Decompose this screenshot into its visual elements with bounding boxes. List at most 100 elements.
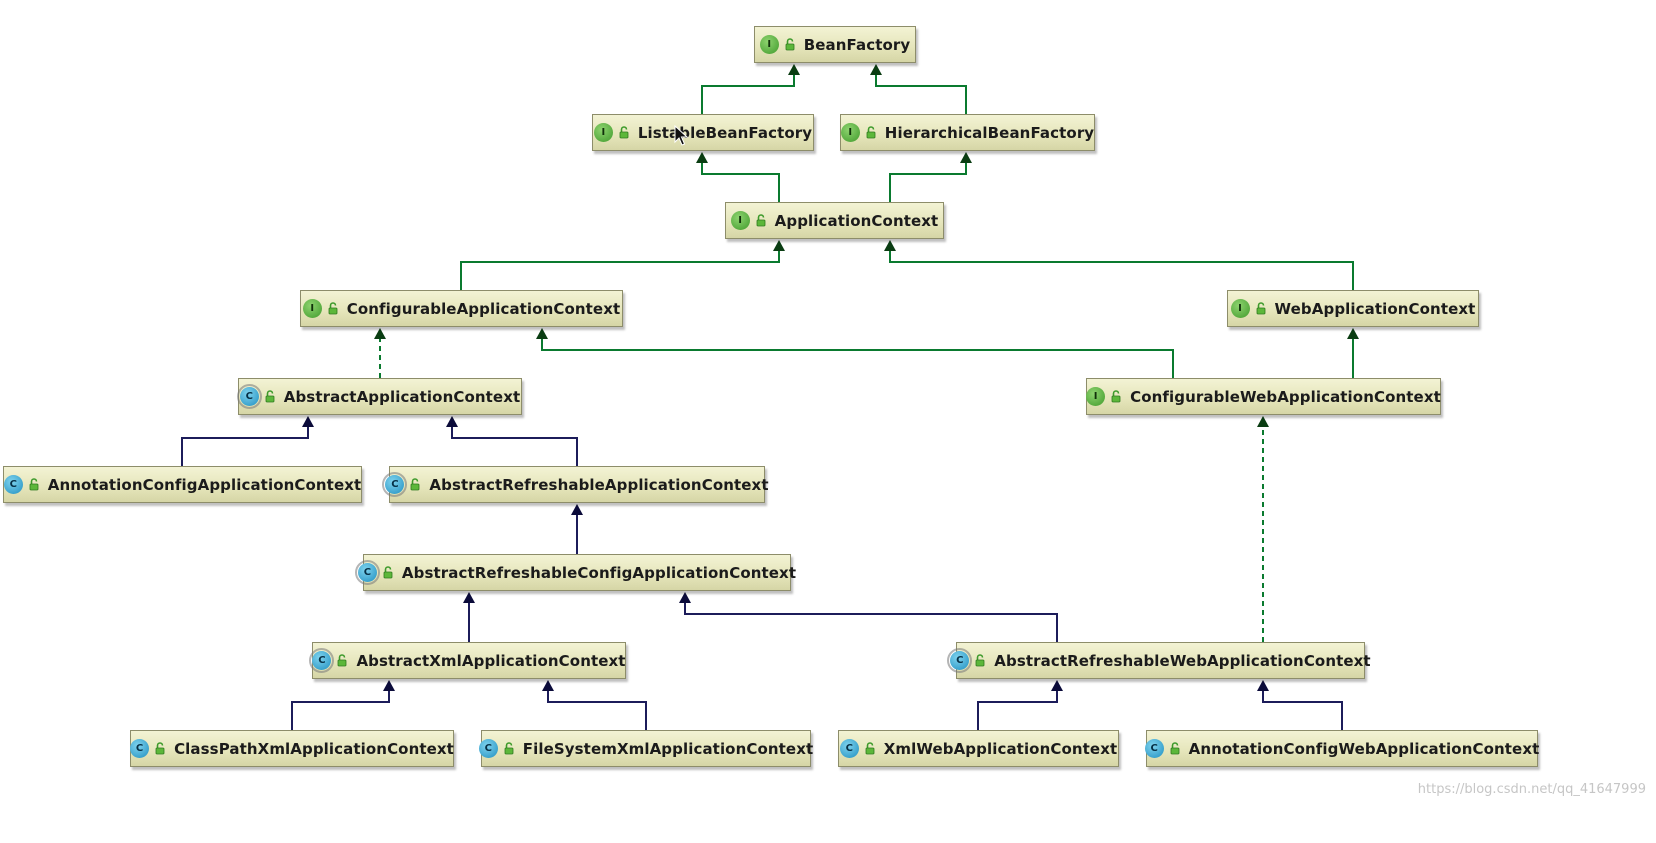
public-unlock-icon — [155, 742, 165, 755]
edge-AbstractApplicationContext-to-ConfigurableApplicationContext — [374, 328, 386, 378]
node-listable-bean-factory[interactable]: I ListableBeanFactory — [592, 114, 814, 151]
node-web-application-context[interactable]: I WebApplicationContext — [1227, 290, 1479, 327]
node-label: AbstractXmlApplicationContext — [356, 651, 626, 670]
public-unlock-icon — [383, 566, 393, 579]
abstract-class-icon: C — [309, 648, 335, 673]
edge-WebApplicationContext-to-ApplicationContext — [884, 240, 1354, 290]
node-abstract-refreshable-config-application-context[interactable]: C AbstractRefreshableConfigApplicationCon… — [354, 554, 796, 591]
arrowhead-icon — [884, 240, 896, 251]
edge-AbstractRefreshableConfigApplicationContext-to-AbstractRefreshableApplicationContext — [571, 504, 583, 554]
abstract-class-icon: C — [947, 648, 973, 673]
node-file-system-xml-application-context[interactable]: C FileSystemXmlApplicationContext — [478, 730, 814, 767]
interface-icon: I — [730, 211, 750, 230]
node-abstract-xml-application-context[interactable]: C AbstractXmlApplicationContext — [309, 642, 626, 679]
public-unlock-icon — [619, 126, 629, 139]
node-label: AbstractRefreshableConfigApplicationCont… — [401, 563, 797, 582]
edge-AnnotationConfigApplicationContext-to-AbstractApplicationContext — [181, 416, 314, 466]
edge-ApplicationContext-to-HierarchicalBeanFactory — [889, 152, 972, 202]
arrowhead-icon — [773, 240, 785, 251]
node-label: ConfigurableWebApplicationContext — [1130, 387, 1441, 406]
edge-ConfigurableApplicationContext-to-ApplicationContext — [460, 240, 785, 290]
public-unlock-icon — [975, 654, 985, 667]
node-abstract-application-context[interactable]: C AbstractApplicationContext — [236, 378, 522, 415]
edge-ClassPathXmlApplicationContext-to-AbstractXmlApplicationContext — [291, 680, 395, 730]
node-label: AbstractRefreshableWebApplicationContext — [994, 651, 1371, 670]
public-unlock-icon — [866, 126, 876, 139]
public-unlock-icon — [504, 742, 514, 755]
node-abstract-refreshable-application-context[interactable]: C AbstractRefreshableApplicationContext — [382, 466, 769, 503]
node-configurable-web-application-context[interactable]: I ConfigurableWebApplicationContext — [1086, 378, 1441, 415]
interface-icon: I — [759, 35, 779, 54]
node-label: AbstractApplicationContext — [283, 387, 521, 406]
edge-ApplicationContext-to-ListableBeanFactory — [696, 152, 780, 202]
edge-AbstractRefreshableWebApplicationContext-to-ConfigurableWebApplicationContext — [1257, 416, 1269, 642]
class-icon: C — [130, 739, 150, 758]
public-unlock-icon — [1111, 390, 1121, 403]
edge-AbstractRefreshableWebApplicationContext-to-AbstractRefreshableConfigApplicationContext — [679, 592, 1058, 642]
abstract-class-icon: C — [236, 384, 262, 409]
edge-ConfigurableWebApplicationContext-to-WebApplicationContext — [1347, 328, 1359, 378]
interface-icon: I — [1230, 299, 1250, 318]
class-icon: C — [478, 739, 498, 758]
node-label: XmlWebApplicationContext — [883, 739, 1118, 758]
arrowhead-icon — [302, 416, 314, 427]
node-label: HierarchicalBeanFactory — [884, 123, 1095, 142]
node-label: WebApplicationContext — [1274, 299, 1476, 318]
arrowhead-icon — [679, 592, 691, 603]
public-unlock-icon — [29, 478, 39, 491]
public-unlock-icon — [411, 478, 420, 491]
abstract-class-icon: C — [354, 560, 380, 585]
arrowhead-icon — [383, 680, 395, 691]
public-unlock-icon — [1170, 742, 1180, 755]
arrowhead-icon — [788, 64, 800, 75]
public-unlock-icon — [328, 302, 338, 315]
node-label: AnnotationConfigApplicationContext — [47, 475, 362, 494]
node-class-path-xml-application-context[interactable]: C ClassPathXmlApplicationContext — [130, 730, 454, 767]
node-label: AbstractRefreshableApplicationContext — [429, 475, 769, 494]
node-label: AnnotationConfigWebApplicationContext — [1188, 739, 1540, 758]
arrowhead-icon — [1257, 416, 1269, 427]
node-hierarchical-bean-factory[interactable]: I HierarchicalBeanFactory — [840, 114, 1095, 151]
arrowhead-icon — [1347, 328, 1359, 339]
node-application-context[interactable]: I ApplicationContext — [725, 202, 944, 239]
node-annotation-config-application-context[interactable]: C AnnotationConfigApplicationContext — [3, 466, 362, 503]
node-label: ClassPathXmlApplicationContext — [174, 739, 454, 758]
node-label: ApplicationContext — [774, 211, 939, 230]
arrowhead-icon — [374, 328, 386, 339]
edge-FileSystemXmlApplicationContext-to-AbstractXmlApplicationContext — [542, 680, 647, 730]
public-unlock-icon — [756, 214, 766, 227]
class-icon: C — [3, 475, 23, 494]
mouse-cursor-icon — [674, 125, 688, 146]
arrowhead-icon — [571, 504, 583, 515]
arrowhead-icon — [1051, 680, 1063, 691]
edge-ConfigurableWebApplicationContext-to-ConfigurableApplicationContext — [536, 328, 1174, 378]
interface-icon: I — [1086, 387, 1106, 406]
arrowhead-icon — [870, 64, 882, 75]
arrowhead-icon — [542, 680, 554, 691]
node-configurable-application-context[interactable]: I ConfigurableApplicationContext — [300, 290, 623, 327]
abstract-class-icon: C — [382, 472, 408, 497]
public-unlock-icon — [265, 390, 275, 403]
public-unlock-icon — [1256, 302, 1265, 315]
public-unlock-icon — [785, 38, 795, 51]
arrowhead-icon — [536, 328, 548, 339]
node-abstract-refreshable-web-application-context[interactable]: C AbstractRefreshableWebApplicationContex… — [947, 642, 1371, 679]
edge-AbstractRefreshableApplicationContext-to-AbstractApplicationContext — [446, 416, 578, 466]
node-label: ConfigurableApplicationContext — [346, 299, 621, 318]
interface-icon: I — [302, 299, 322, 318]
arrowhead-icon — [463, 592, 475, 603]
public-unlock-icon — [865, 742, 875, 755]
node-label: FileSystemXmlApplicationContext — [522, 739, 814, 758]
interface-icon: I — [840, 123, 860, 142]
public-unlock-icon — [338, 654, 347, 667]
arrowhead-icon — [1257, 680, 1269, 691]
edge-ListableBeanFactory-to-BeanFactory — [701, 64, 800, 114]
edge-AbstractXmlApplicationContext-to-AbstractRefreshableConfigApplicationContext — [463, 592, 475, 642]
node-label: ListableBeanFactory — [637, 123, 813, 142]
interface-icon: I — [593, 123, 613, 142]
edge-HierarchicalBeanFactory-to-BeanFactory — [870, 64, 967, 114]
